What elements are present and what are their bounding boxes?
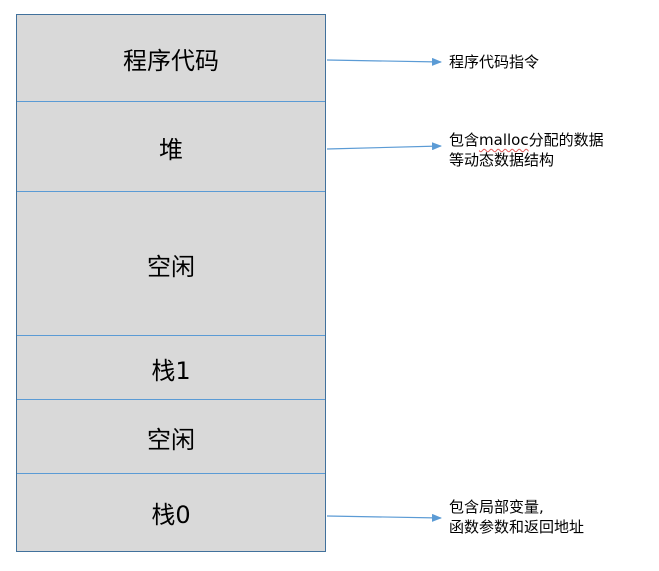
annotation-heap-line-1-pre: 包含 (449, 131, 480, 149)
arrow-heap (326, 142, 442, 151)
divider (17, 335, 325, 336)
arrow-stack-0 (326, 513, 442, 522)
segment-heap-label: 堆 (159, 135, 183, 164)
annotation-stack-0-line-2: 函数参数和返回地址 (449, 518, 585, 536)
annotation-heap-malloc: malloc (479, 131, 529, 149)
segment-code-label: 程序代码 (123, 47, 219, 75)
segment-code: 程序代码 (17, 15, 325, 102)
segment-stack-0-label: 栈0 (151, 500, 191, 529)
arrow-code (326, 57, 442, 66)
divider (17, 473, 325, 474)
annotation-heap-line-1-post: 分配的数据 (528, 131, 604, 149)
annotation-code: 程序代码指令 (449, 52, 539, 72)
divider (17, 191, 325, 192)
segment-stack-0: 栈0 (17, 474, 325, 550)
annotation-heap-line-1: 包含malloc分配的数据 (449, 130, 604, 150)
annotation-stack-0: 包含局部变量, 函数参数和返回地址 (449, 497, 584, 537)
segment-heap: 堆 (17, 102, 325, 192)
annotation-stack-0-line-1: 包含局部变量, (449, 498, 544, 516)
memory-layout-column: 程序代码 堆 空闲 栈1 空闲 栈0 (16, 14, 326, 552)
segment-stack-1-label: 栈1 (151, 356, 191, 385)
segment-free-1-label: 空闲 (147, 252, 195, 281)
segment-stack-1: 栈1 (17, 336, 325, 400)
annotation-code-line-1: 程序代码指令 (449, 53, 540, 71)
annotation-heap-line-2: 等动态数据结构 (449, 151, 555, 169)
annotation-heap: 包含malloc分配的数据 等动态数据结构 (449, 130, 604, 170)
divider (17, 399, 325, 400)
segment-free-2-label: 空闲 (147, 425, 195, 454)
segment-free-1: 空闲 (17, 192, 325, 336)
divider (17, 101, 325, 102)
segment-free-2: 空闲 (17, 400, 325, 474)
